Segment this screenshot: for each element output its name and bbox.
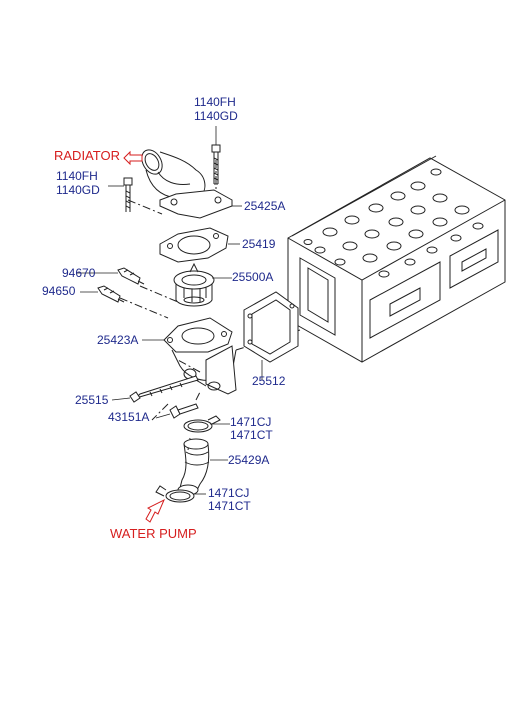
label-1140fh-left: 1140FH xyxy=(56,169,98,183)
label-1471cj-upper: 1471CJ xyxy=(230,415,272,429)
cylinder-head xyxy=(287,155,506,363)
label-1471ct-upper: 1471CT xyxy=(230,428,273,442)
label-25419: 25419 xyxy=(242,237,276,251)
water-pump-arrow-icon xyxy=(145,498,165,523)
label-1471ct-lower: 1471CT xyxy=(208,499,251,513)
thermostat-housing-25423a xyxy=(163,317,237,395)
bolt-1140fh-left xyxy=(123,177,133,212)
label-25425a: 25425A xyxy=(244,199,286,213)
label-25423a: 25423A xyxy=(97,333,139,347)
flow-arrows xyxy=(123,150,165,523)
label-25512: 25512 xyxy=(252,374,286,388)
label-43151a: 43151A xyxy=(108,410,150,424)
water-outlet-fitting xyxy=(141,149,233,219)
label-1140gd-top: 1140GD xyxy=(194,109,238,123)
label-25429a: 25429A xyxy=(228,453,270,467)
sensor-94670 xyxy=(117,267,145,285)
label-25515: 25515 xyxy=(75,393,109,407)
leader-lines xyxy=(76,126,263,495)
hose-25429a xyxy=(177,438,210,496)
hose-clamp-upper xyxy=(183,415,221,433)
label-radiator: RADIATOR xyxy=(54,148,120,163)
bolt-25515 xyxy=(129,375,199,403)
label-water-pump: WATER PUMP xyxy=(110,526,197,541)
gasket-25419 xyxy=(159,227,229,263)
label-94650: 94650 xyxy=(42,284,76,298)
hose-clamp-lower xyxy=(155,485,195,503)
radiator-arrow-icon xyxy=(123,150,143,166)
label-25500a: 25500A xyxy=(232,270,274,284)
sensor-94650 xyxy=(97,285,125,303)
thermostat-25500a xyxy=(173,262,215,307)
bolt-43151a xyxy=(169,403,199,419)
label-94670: 94670 xyxy=(62,266,96,280)
label-1140gd-left: 1140GD xyxy=(56,183,100,197)
label-1140fh-top: 1140FH xyxy=(194,95,236,109)
gasket-25512 xyxy=(243,291,299,363)
label-1471cj-lower: 1471CJ xyxy=(208,486,250,500)
